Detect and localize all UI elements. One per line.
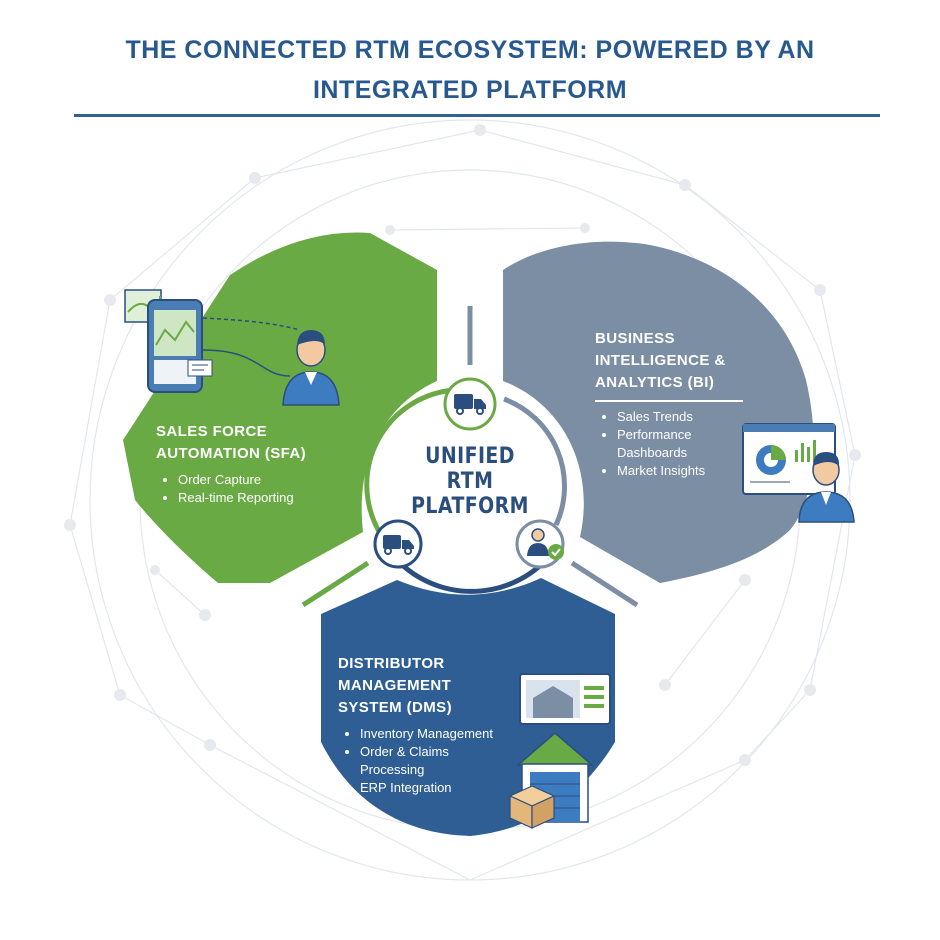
hub-ring-green: [364, 387, 470, 544]
tablet-icon: [147, 299, 213, 393]
sfa-text-block: SALES FORCE AUTOMATION (SFA) Order Captu…: [156, 421, 346, 507]
bi-bullet: Market Insights: [617, 462, 737, 480]
background-nodes: [64, 124, 861, 766]
bi-illustration: [742, 423, 855, 523]
title-divider: [74, 114, 880, 117]
dms-illustration: [508, 673, 611, 829]
bi-bullet: Performance Dashboards: [617, 426, 737, 462]
dms-heading: DISTRIBUTOR MANAGEMENT SYSTEM (DMS): [338, 655, 452, 716]
spoke-right: [570, 560, 639, 608]
dms-text-block: DISTRIBUTOR MANAGEMENT SYSTEM (DMS) Inve…: [338, 653, 508, 797]
sfa-heading: SALES FORCE AUTOMATION (SFA): [156, 423, 306, 462]
analyst-icon: [798, 452, 855, 523]
delivery-truck-icon: [373, 519, 423, 569]
center-platform-label: UNIFIED RTM PLATFORM: [411, 444, 529, 519]
page-title: THE CONNECTED RTM ECOSYSTEM: POWERED BY …: [125, 36, 815, 104]
sfa-bullet: Order Capture: [178, 471, 346, 489]
dashboard-icon: [742, 423, 836, 495]
user-check-icon: [515, 519, 565, 569]
background-network: [69, 119, 856, 881]
bi-bullet-list: Sales Trends Performance Dashboards Mark…: [595, 408, 737, 480]
sfa-illustration: [124, 289, 340, 406]
dms-bullet: ERP Integration: [360, 779, 520, 797]
dms-bullet: Order & Claims Processing: [360, 743, 460, 779]
hub-ring-slate: [503, 396, 567, 527]
bi-bullet: Sales Trends: [617, 408, 737, 426]
spoke-left: [301, 560, 370, 608]
bi-divider: [595, 400, 743, 402]
dms-bullet-list: Inventory Management Order & Claims Proc…: [338, 725, 520, 797]
truck-icon: [443, 377, 497, 431]
bi-heading: BUSINESS INTELLIGENCE & ANALYTICS (BI): [595, 330, 726, 391]
monitor-icon: [519, 673, 611, 725]
hub-ring-navy: [396, 559, 547, 594]
bi-segment: [503, 241, 814, 583]
salesperson-icon: [282, 330, 340, 406]
dms-bullet: Inventory Management: [360, 725, 520, 743]
sfa-bullet: Real-time Reporting: [178, 489, 346, 507]
bi-text-block: BUSINESS INTELLIGENCE & ANALYTICS (BI) S…: [595, 328, 770, 480]
sfa-bullet-list: Order Capture Real-time Reporting: [156, 471, 346, 507]
package-icon: [508, 785, 556, 829]
